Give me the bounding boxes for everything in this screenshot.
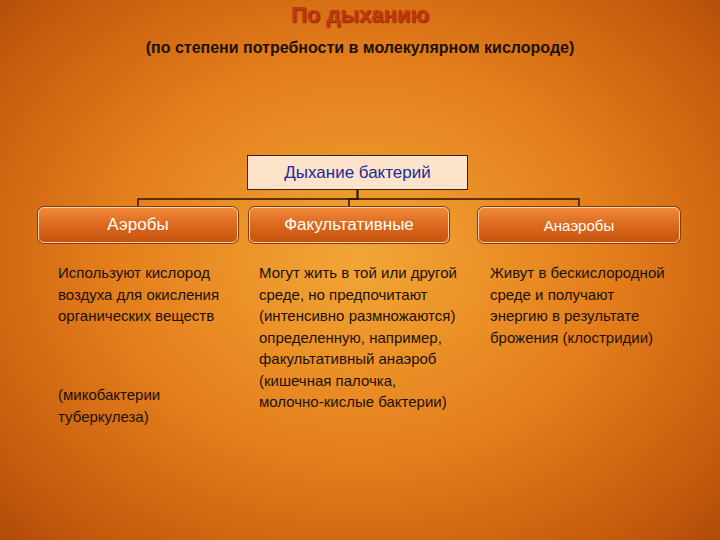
category-box: Аэробы <box>38 207 238 243</box>
example-text: (микобактерии туберкулеза) <box>58 384 238 427</box>
tree-connector <box>138 190 358 207</box>
category-box: Факультативные <box>249 207 449 243</box>
description-text: Живут в бескислородной среде и получают … <box>490 262 675 348</box>
tree-connector <box>358 190 580 207</box>
box-text: Анаэробы <box>544 217 614 234</box>
box-text: Факультативные <box>284 215 414 235</box>
box-text: Дыхание бактерий <box>284 163 430 183</box>
root-box: Дыхание бактерий <box>247 155 468 190</box>
tree-connector <box>349 190 358 207</box>
category-box: Анаэробы <box>478 207 680 243</box>
subtitle: (по степени потребности в молекулярном к… <box>60 38 660 58</box>
slide-title: По дыханию <box>0 2 720 28</box>
description-text: Могут жить в той или другой среде, но пр… <box>259 262 459 413</box>
description-text: Используют кислород воздуха для окислени… <box>58 262 238 327</box>
box-text: Аэробы <box>107 215 168 235</box>
